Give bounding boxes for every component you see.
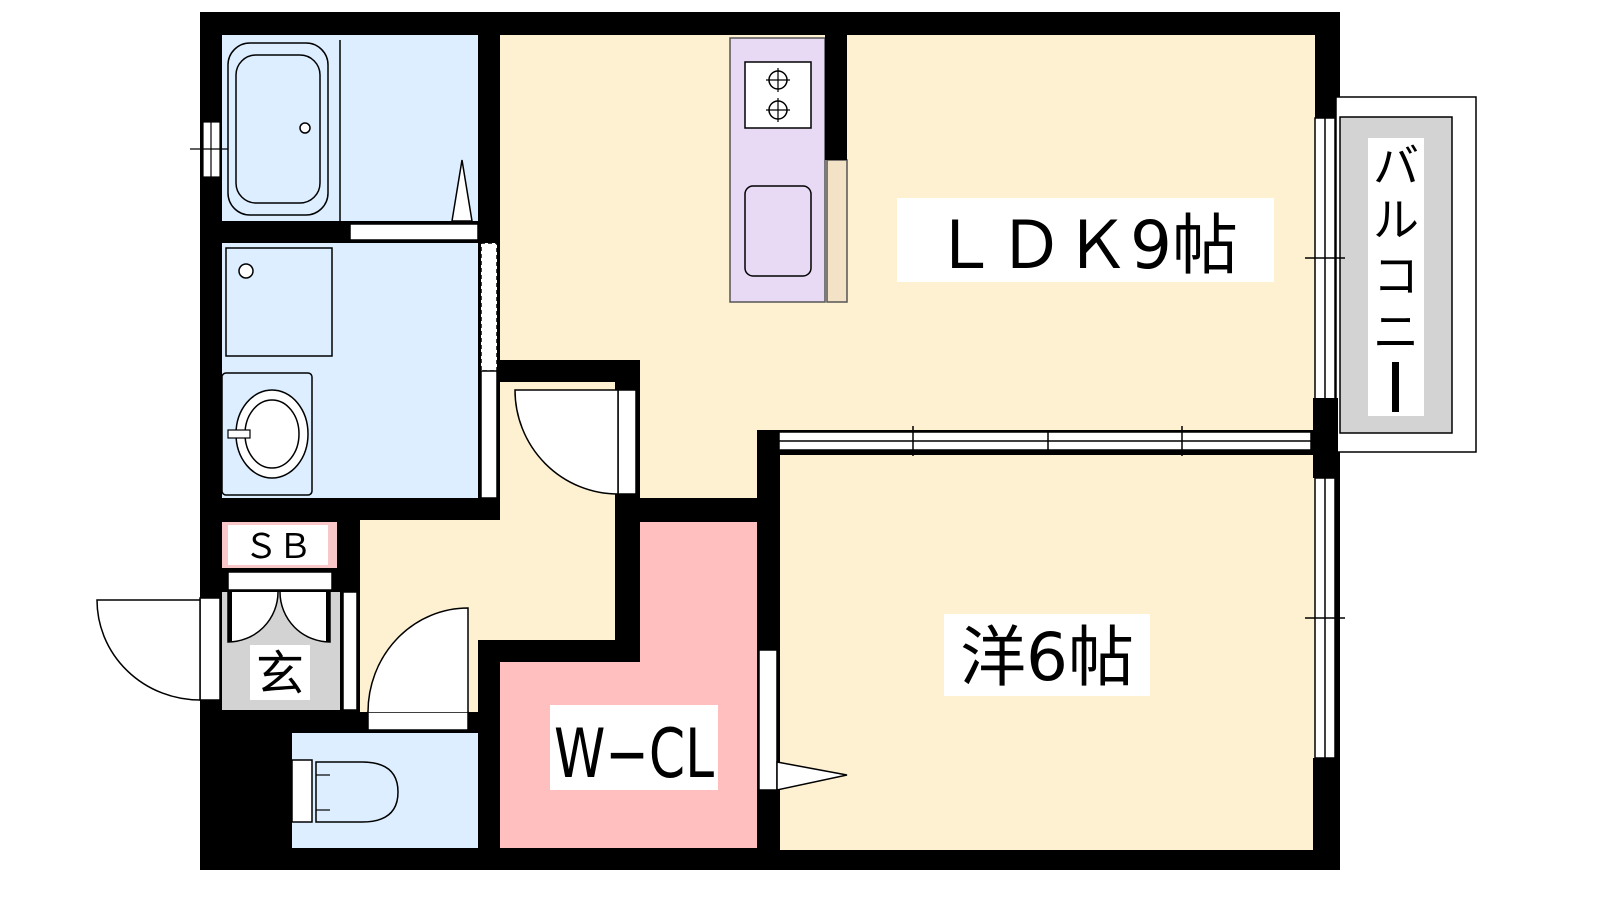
wall-bath-wash <box>222 221 350 243</box>
balcony-label-char: コ <box>1373 249 1419 303</box>
ldk-label-bg <box>897 198 1274 282</box>
balcony-label-char: ニ <box>1373 305 1419 359</box>
wall-hall-top <box>500 360 640 382</box>
wall-closet-step <box>478 640 640 662</box>
wall-balcony-joint <box>1313 398 1338 478</box>
entrance-label-bg <box>250 645 310 700</box>
wall-right-lower <box>1313 758 1340 870</box>
closet-door-frame <box>758 649 778 791</box>
walk-in-closet-label: W−CL <box>554 715 714 794</box>
bathtub <box>227 42 329 216</box>
shoe-box-label: ＳＢ <box>244 527 312 567</box>
closet-label-bg <box>550 705 718 790</box>
hallway-link-floor <box>640 430 758 500</box>
wall-toilet-right <box>478 640 500 848</box>
wall-closet-left <box>615 498 640 662</box>
wash-slide-door <box>480 242 498 372</box>
balcony-label-char: ル <box>1373 193 1419 247</box>
toilet-tank <box>291 759 313 823</box>
western-label-bg <box>944 614 1150 696</box>
kitchen-side-panel <box>826 159 848 303</box>
wall-sb-right <box>337 520 360 590</box>
western-room-label: 洋6帖 <box>960 619 1134 696</box>
ldk-door-frame <box>617 389 637 495</box>
kitchen-sink <box>744 185 812 277</box>
front-door-swing <box>96 599 201 701</box>
bath-slide-door <box>349 223 479 241</box>
balcony-label-char: バ <box>1373 139 1419 193</box>
toilet-door-swing <box>367 607 469 713</box>
hallway-mid-floor <box>360 520 615 640</box>
toilet-bowl <box>315 761 399 823</box>
washing-machine-pan <box>225 247 333 357</box>
closet-door-swing <box>776 761 848 791</box>
bath-door-swing <box>451 159 473 222</box>
entrance-label: 玄 <box>256 646 304 702</box>
wall-kitchen-back <box>825 35 847 160</box>
ldk-label: ＬＤＫ9帖 <box>932 207 1238 284</box>
front-door-leaf <box>199 597 221 701</box>
wall-entrance-bottom <box>200 710 292 870</box>
ldk-door-swing <box>514 389 619 495</box>
toilet-door-frame <box>367 711 469 731</box>
balcony-long-mark <box>1392 362 1399 412</box>
wall-wash-bottom <box>222 498 500 520</box>
entrance-step <box>342 591 358 711</box>
shoe-box-label-bg <box>228 525 328 565</box>
shoe-cabinet <box>227 571 333 591</box>
wash-door-frame <box>480 370 498 499</box>
